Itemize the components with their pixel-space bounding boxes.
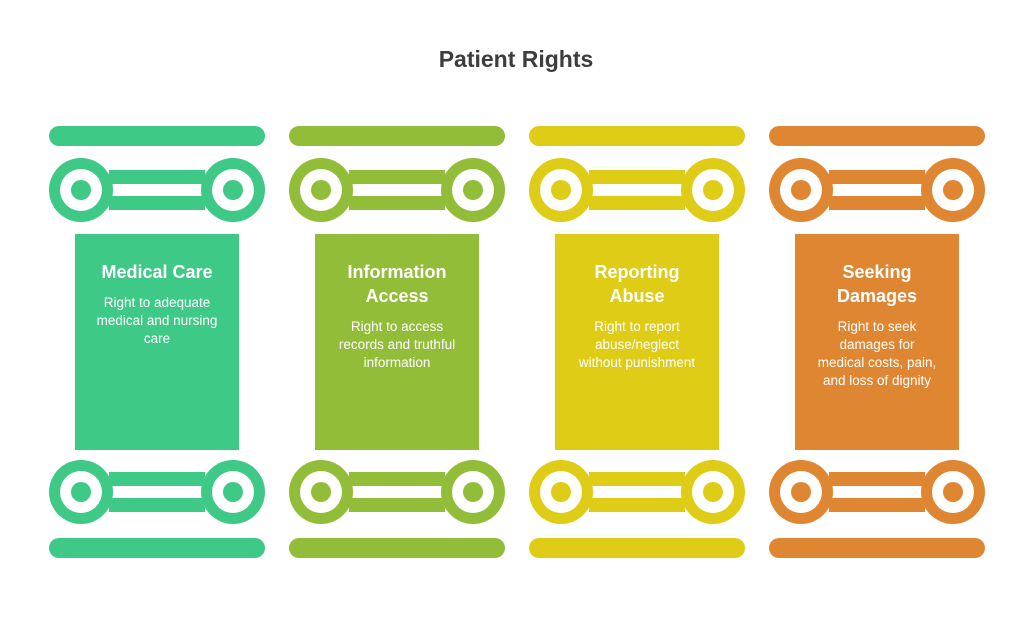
pillar-base xyxy=(49,538,265,558)
pillar-description: Right to report abuse/neglect without pu… xyxy=(578,319,696,370)
pillar-title: Information Access xyxy=(347,262,447,306)
pillar-top-capital xyxy=(769,158,985,222)
diagram-title: Patient Rights xyxy=(438,46,594,72)
pillar-description: Right to seek damages for medical costs,… xyxy=(817,319,937,388)
pillar-base xyxy=(529,538,745,558)
pillar-top-capital xyxy=(529,158,745,222)
pillar-graphic xyxy=(769,126,985,558)
pillar-description: Right to adequate medical and nursing ca… xyxy=(96,295,218,346)
pillar-graphic xyxy=(529,126,745,558)
pillar-bottom-capital xyxy=(769,460,985,524)
pillar-bottom-capital xyxy=(289,460,505,524)
pillar-top-cap xyxy=(769,126,985,146)
pillar-title: Seeking Damages xyxy=(836,262,918,306)
pillar-shaft xyxy=(315,234,479,450)
pillar-shaft xyxy=(795,234,959,450)
pillar-base xyxy=(769,538,985,558)
pillar-title: Reporting Abuse xyxy=(594,262,680,306)
pillar-top-cap xyxy=(529,126,745,146)
pillar-bottom-capital xyxy=(49,460,265,524)
pillar-shaft xyxy=(75,234,239,450)
pillar-top-capital xyxy=(289,158,505,222)
pillar-graphic xyxy=(49,126,265,558)
pillar-top-cap xyxy=(49,126,265,146)
pillar-title: Medical Care xyxy=(101,262,213,282)
pillar-graphic xyxy=(289,126,505,558)
pillar-top-cap xyxy=(289,126,505,146)
pillar-description: Right to access records and truthful inf… xyxy=(338,319,456,370)
pillar-bottom-capital xyxy=(529,460,745,524)
pillar-shaft xyxy=(555,234,719,450)
pillar-base xyxy=(289,538,505,558)
pillar-top-capital xyxy=(49,158,265,222)
